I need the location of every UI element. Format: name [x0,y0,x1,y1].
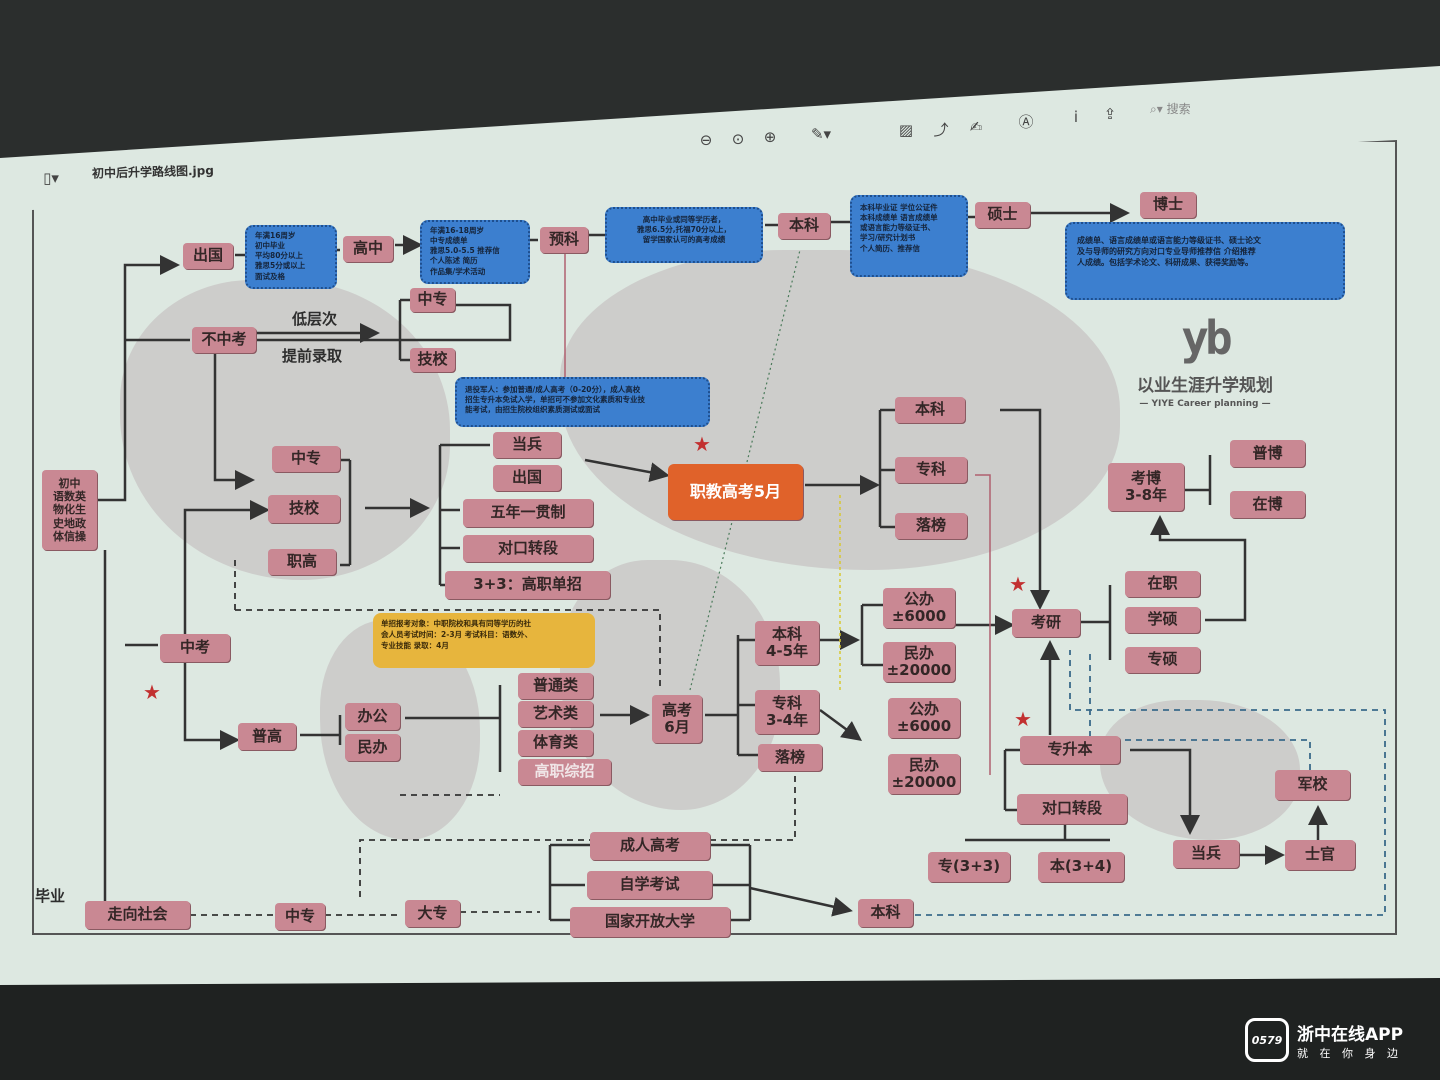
node-xueshuo: 学硕 [1125,607,1200,633]
node-minban: 民办 [345,734,400,761]
star-icon: ★ [1014,707,1032,731]
node-benke-b: 本科 [858,899,913,927]
node-ben34: 本(3+4) [1038,852,1124,882]
node-pubo: 普博 [1230,440,1305,467]
search-field[interactable]: ⌕▾ 搜索 [1150,102,1191,116]
note-shuoshi: 成绩单、语言成绩单或语言能力等级证书、硕士论文 及与导师的研究方向对口专业导师推… [1065,222,1345,300]
node-dangbing: 当兵 [493,432,561,458]
sidebar-toggle-icon[interactable]: ▯▾ [43,169,59,187]
node-zhuanke-34: 专科 3-4年 [755,690,819,734]
node-wunian: 五年一贯制 [463,499,593,527]
info-icon[interactable]: i [1073,108,1079,126]
watermark: 0579 浙中在线APP 就 在 你 身 边 [1245,1018,1403,1062]
node-zhuanke-r: 专科 [895,457,967,483]
node-luobang-r: 落榜 [895,513,967,539]
node-sanjiasan: 3+3：高职单招 [445,571,610,599]
node-zhongkao: 中考 [160,634,230,662]
logo-subtitle: — YIYE Career planning — [1139,399,1271,409]
watermark-slogan: 就 在 你 身 边 [1297,1046,1402,1060]
node-yuke: 预科 [540,227,588,253]
zoom-out-icon[interactable]: ⊖ [699,131,713,149]
node-zhongzhuan: 中专 [272,446,340,472]
node-pugao: 普高 [238,723,296,750]
search-placeholder: 搜索 [1166,102,1191,116]
node-minban-2: 民办 ±20000 [888,754,960,794]
crop-icon[interactable]: ▨ [898,121,914,139]
share-icon[interactable]: ⇪ [1103,105,1117,123]
node-zouxiang: 走向社会 [85,901,190,929]
node-chengren: 成人高考 [590,832,710,860]
node-luobang: 落榜 [758,744,822,771]
node-duikou-2: 对口转段 [1017,794,1127,824]
annotate-icon[interactable]: Ⓐ [1018,112,1034,131]
label-dicengci: 低层次 [292,310,338,328]
node-minban-1: 民办 ±20000 [883,642,955,682]
node-gaokao: 高考 6月 [652,695,702,743]
node-zaizhi: 在职 [1125,571,1200,597]
sign-icon[interactable]: ✍ [969,118,983,136]
watermark-badge: 0579 [1245,1018,1289,1062]
map-north-america [120,280,450,580]
node-gongban-2: 公办 ±6000 [888,698,960,738]
note-gaozhong: 年满16-18周岁 中专成绩单 雅思5.0-5.5 推荐信 个人陈述 简历 作品… [420,220,530,284]
node-jixiao-top: 技校 [410,348,455,372]
node-zhijiao-gaokao: 职教高考5月 [668,464,803,520]
node-zhigao: 职高 [268,549,336,575]
label-biye: 毕业 [35,887,66,905]
node-gongban-1: 公办 ±6000 [883,588,955,628]
node-benke-45: 本科 4-5年 [755,621,819,665]
note-tuiyi: 退役军人：参加普通/成人高考（0-20分），成人高校 招生专升本免试入学，单招可… [455,377,710,427]
node-jixiao: 技校 [268,495,340,523]
node-buzhongkao: 不中考 [192,327,256,353]
logo-mark: yb [1181,311,1232,365]
node-boshi: 博士 [1140,192,1196,218]
node-zhuanshuo: 专硕 [1125,647,1200,673]
node-yishu: 艺术类 [518,701,593,727]
node-chuguo: 出国 [493,465,561,491]
node-zaibo: 在博 [1230,491,1305,518]
note-danzhao: 单招报考对象：中职院校和具有同等学历的社 会人员考试时间：2-3月 考试科目：语… [373,613,595,668]
node-putong: 普通类 [518,673,593,699]
node-zhongzhuan-top: 中专 [410,288,455,312]
node-tiyu: 体育类 [518,730,593,756]
node-zhuan33: 专(3+3) [928,852,1010,882]
node-benke-top: 本科 [778,213,830,239]
node-gaozhi: 高职综招 [518,759,611,785]
node-dangbing-2: 当兵 [1173,840,1239,868]
node-kaoyan: 考研 [1012,609,1080,637]
watermark-name: 浙中在线APP [1297,1024,1404,1045]
node-junxiao: 军校 [1275,770,1350,800]
star-icon: ★ [693,432,711,456]
logo-name: 以业生涯升学规划 [1137,376,1273,396]
node-banggong: 办公 [345,703,400,730]
node-dazhuan: 大专 [405,900,460,927]
node-zhuanshengben: 专升本 [1020,736,1120,764]
star-icon: ★ [143,680,161,704]
node-kaobo: 考博 3-8年 [1108,463,1184,511]
map-australia [1100,700,1300,840]
star-icon: ★ [1009,572,1027,596]
node-duikou: 对口转段 [463,535,593,562]
node-chuguo-top: 出国 [183,243,233,269]
node-kaifang: 国家开放大学 [570,907,730,937]
note-benke: 本科毕业证 学位公证件 本科成绩单 语言成绩单 或语言能力等级证书、 学习/研究… [850,195,968,277]
node-zixue: 自学考试 [587,871,712,899]
node-shuoshi: 硕士 [975,202,1030,228]
node-gaozhong: 高中 [343,236,393,262]
zoom-fit-icon[interactable]: ⊙ [731,130,745,148]
note-chuguo: 年满16周岁 初中毕业 平均80分以上 雅思5分或以上 面试及格 [245,225,337,289]
node-benke-r: 本科 [895,397,965,423]
node-chuzhong: 初中 语数英 物化生 史地政 体信操 [42,470,97,550]
rotate-icon[interactable]: ⤴ [933,120,949,139]
label-tiqian: 提前录取 [282,347,343,365]
markup-pen-icon[interactable]: ✎▾ [810,125,832,143]
note-yuke: 高中毕业或同等学历者， 雅思6.5分,托福70分以上， 留学国家认可的高考成绩 [605,207,763,263]
node-zhongzhuan-b: 中专 [275,903,325,930]
node-shiguan: 士官 [1285,840,1355,870]
zoom-in-icon[interactable]: ⊕ [763,128,777,146]
yiye-logo: yb 以业生涯升学规划 — YIYE Career planning — [1115,315,1295,409]
